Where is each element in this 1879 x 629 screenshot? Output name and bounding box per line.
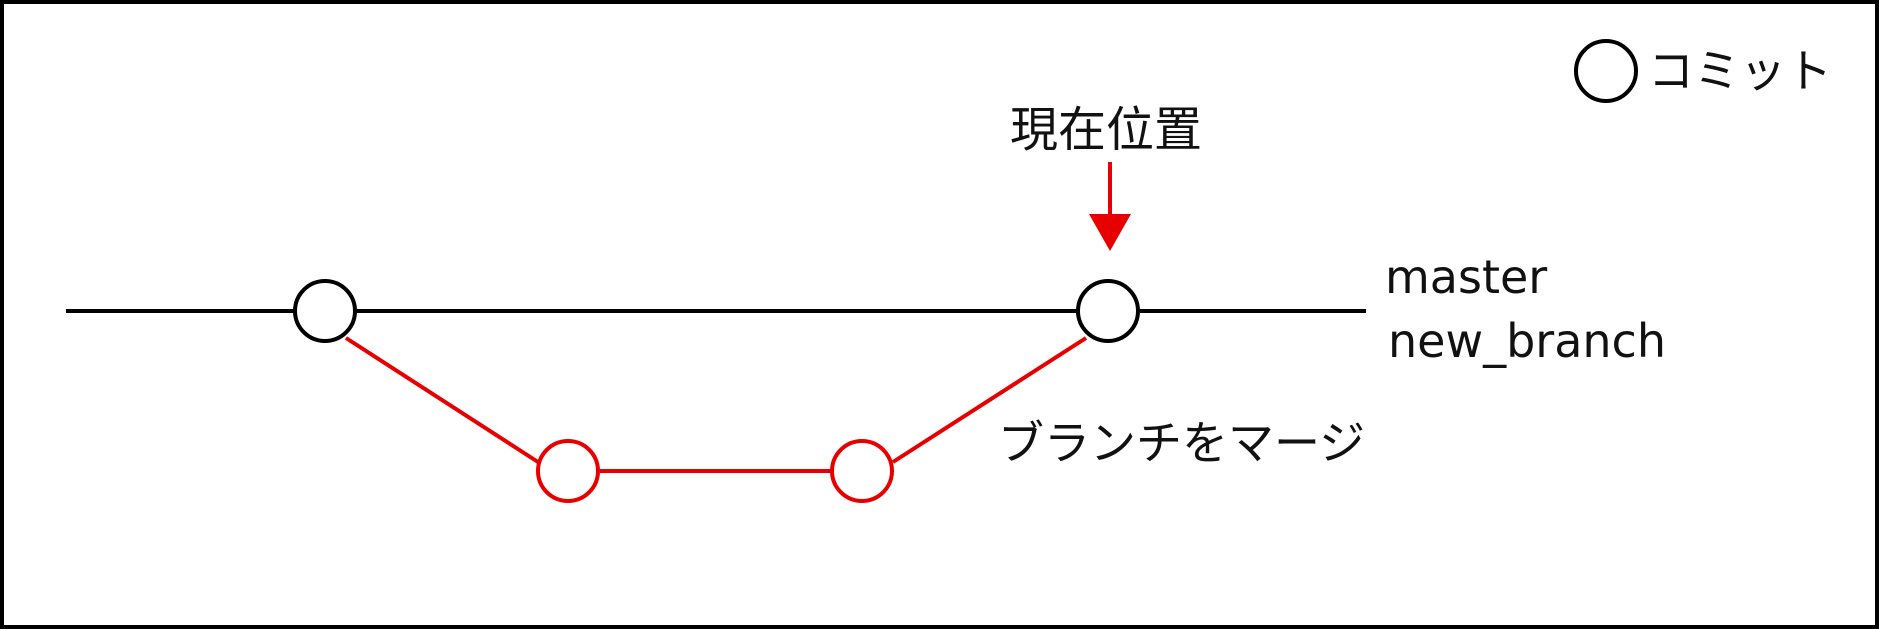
new-branch-label: new_branch (1388, 314, 1666, 368)
branch-line-in (891, 336, 1088, 464)
legend-commit-icon (1574, 39, 1638, 103)
current-position-arrow (1089, 162, 1131, 251)
branch-path (344, 336, 1088, 473)
legend-commit-label: コミット (1648, 44, 1832, 98)
branch-line-out (344, 336, 540, 464)
commit-branch-1 (536, 439, 600, 503)
commit-master-1 (293, 279, 357, 343)
merge-branch-label: ブランチをマージ (998, 416, 1365, 470)
current-position-label: 現在位置 (1010, 102, 1202, 158)
legend: コミット (1574, 39, 1832, 103)
commit-branch-2 (830, 439, 894, 503)
master-label: master (1385, 250, 1547, 304)
commit-merge (1076, 279, 1140, 343)
